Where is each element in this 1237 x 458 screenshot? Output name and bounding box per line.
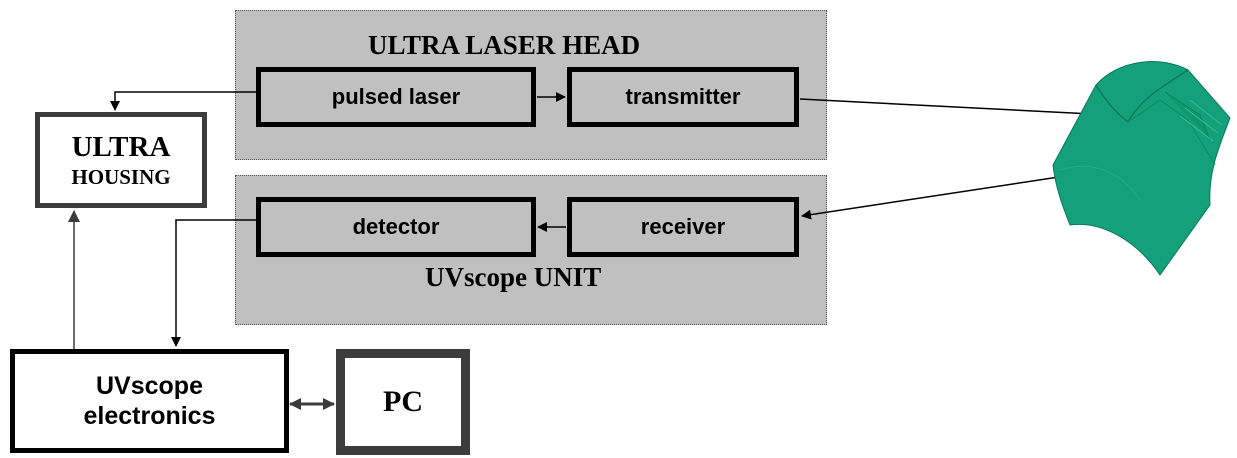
laser-head-title: ULTRA LASER HEAD (368, 30, 641, 60)
outgoing-beam-arrow (799, 98, 1132, 121)
ultra-housing-label-line1: ULTRA (71, 130, 171, 163)
detector-box: detector (256, 197, 536, 257)
ultra-housing-label-line2: HOUSING (71, 165, 171, 190)
detector-to-electronics-line (171, 219, 256, 347)
pulsed-laser-box: pulsed laser (256, 67, 536, 127)
receiver-box: receiver (567, 197, 799, 257)
uvscope-electronics-label-line2: electronics (83, 402, 216, 430)
pc-box: PC (336, 349, 470, 455)
uvscope-electronics-label-line1: UVscope (96, 372, 203, 400)
target-object (1052, 61, 1231, 276)
laser-to-housing-line (110, 91, 256, 111)
ultra-housing-box: ULTRA HOUSING (35, 112, 207, 208)
transmitter-box: transmitter (567, 67, 799, 127)
uvscope-electronics-box: UVscope electronics (10, 349, 289, 453)
uvscope-unit-title: UVscope UNIT (425, 262, 602, 292)
